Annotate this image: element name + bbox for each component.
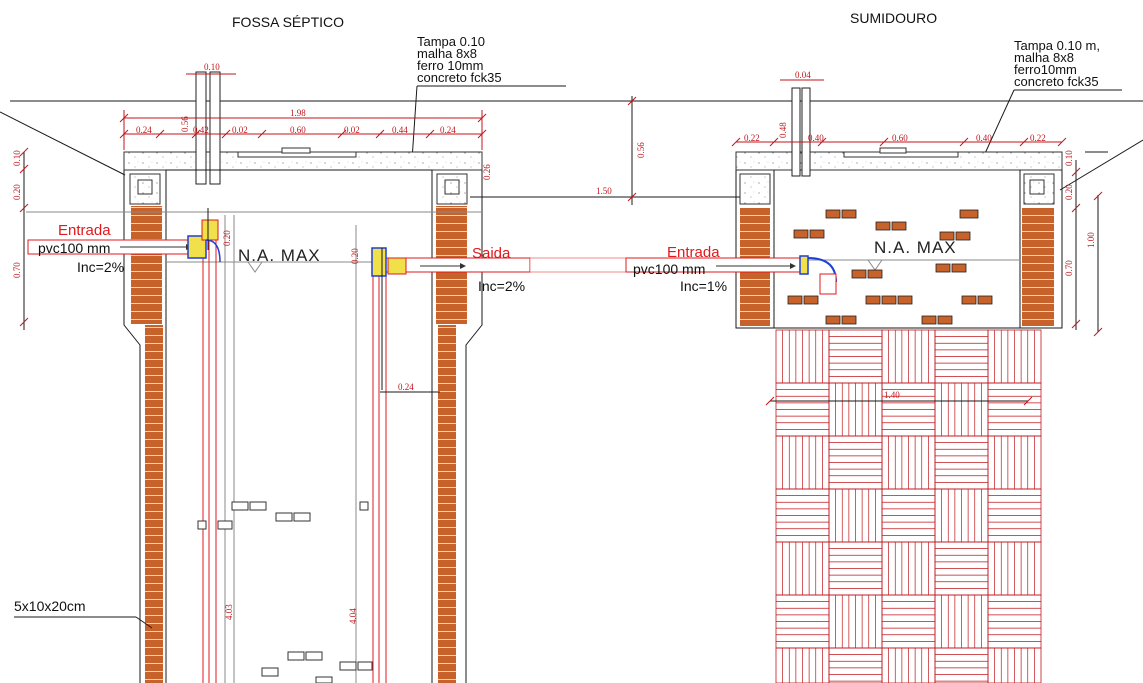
sumidouro-note-line-4: concreto fck35 [1014,74,1099,89]
dim-label: 0.42 [193,125,209,135]
saida-inc-label: Inc=2% [478,278,525,294]
sumidouro-entrada-label: Entrada [667,244,720,261]
dim-label: 0.70 [12,262,22,278]
fossa-structure [26,71,483,683]
fossa-note-line-3: ferro 10mm [417,58,483,73]
fossa-lid-note: Tampa 0.10 malha 8x8 ferro 10mm concreto… [411,34,566,161]
fossa-entrada-label: Entrada [58,222,111,239]
dim-label: 4.03 [224,604,234,620]
dim-label: 0.02 [344,125,360,135]
dim-fossa-width: 1.98 [290,108,306,118]
dim-label: 0.10 [204,62,220,72]
dim-label: 0.20 [1064,184,1074,200]
fossa-left-brick-wall-top [131,206,162,324]
dim-label: 1.50 [596,186,612,196]
sumidouro-note-line-1: Tampa 0.10 m, [1014,38,1100,53]
dim-label: 0.26 [482,164,492,180]
fossa-note-line-2: malha 8x8 [417,46,477,61]
left-leader [0,111,126,176]
fossa-pvc-label: pvc100 mm [38,240,110,256]
dim-label: 0.56 [180,116,190,132]
fossa-title: FOSSA SÉPTICO [232,14,344,30]
parquet-cell [828,647,883,683]
brick-size-label: 5x10x20cm [14,598,86,614]
dim-label: 0.22 [1030,133,1046,143]
dim-label: 4.04 [348,608,358,624]
sumidouro-infiltration-zone [775,329,1042,683]
fossa-inc-label: Inc=2% [77,259,124,275]
dim-label: 0.48 [778,122,788,138]
dim-label: 0.70 [1064,260,1074,276]
dimension-lines [23,73,1108,393]
saida-label: Saida [472,245,511,262]
dim-label: 1.00 [1086,232,1096,248]
sumidouro-lid-note: Tampa 0.10 m, malha 8x8 ferro10mm concre… [981,38,1122,161]
sumidouro-note-line-2: malha 8x8 [1014,50,1074,65]
dim-label: 0.04 [795,70,811,80]
dim-label: 0.44 [392,125,408,135]
sumidouro-pvc-label: pvc100 mm [633,261,705,277]
sumidouro-inlet-pipe [625,255,837,295]
dim-label: 0.24 [440,125,456,135]
sumidouro-title: SUMIDOURO [850,10,937,26]
fossa-inlet-pipe [27,219,221,263]
dim-label: 0.20 [12,184,22,200]
sumidouro-inc-label: Inc=1% [680,278,727,294]
dim-label: 0.60 [290,125,306,135]
right-leader [1059,139,1143,191]
dim-label: 0.40 [808,133,824,143]
sumidouro-water-level-label: N.A. MAX [874,238,957,257]
dim-label: 1.40 [884,390,900,400]
fossa-right-brick-wall [438,325,456,683]
sumidouro-structure [735,87,1063,683]
fossa-note-line-4: concreto fck35 [417,70,502,85]
fossa-vent-pipe [195,71,207,185]
sumidouro-note-line-3: ferro10mm [1014,62,1077,77]
fossa-left-brick-wall [145,325,163,683]
dim-label: 0.24 [398,382,414,392]
sumidouro-right-brick-wall [1022,208,1054,326]
outlet-pipe [371,247,631,277]
dim-label: 0.40 [976,133,992,143]
fossa-note-line-1: Tampa 0.10 [417,34,485,49]
dim-label: 0.20 [222,230,232,246]
dim-label: 0.22 [744,133,760,143]
sumidouro-vent-pipe [791,87,801,177]
dim-label: 0.02 [232,125,248,135]
fossa-water-level-label: N.A. MAX [238,246,321,265]
parquet-cell [934,647,989,683]
dim-label: 0.20 [350,248,360,264]
dim-label: 0.24 [136,125,152,135]
dim-label: 0.10 [12,150,22,166]
dim-label: 0.56 [636,142,646,158]
dimension-ticks [19,96,1103,406]
dim-label: 0.10 [1064,150,1074,166]
dim-label: 0.60 [892,133,908,143]
